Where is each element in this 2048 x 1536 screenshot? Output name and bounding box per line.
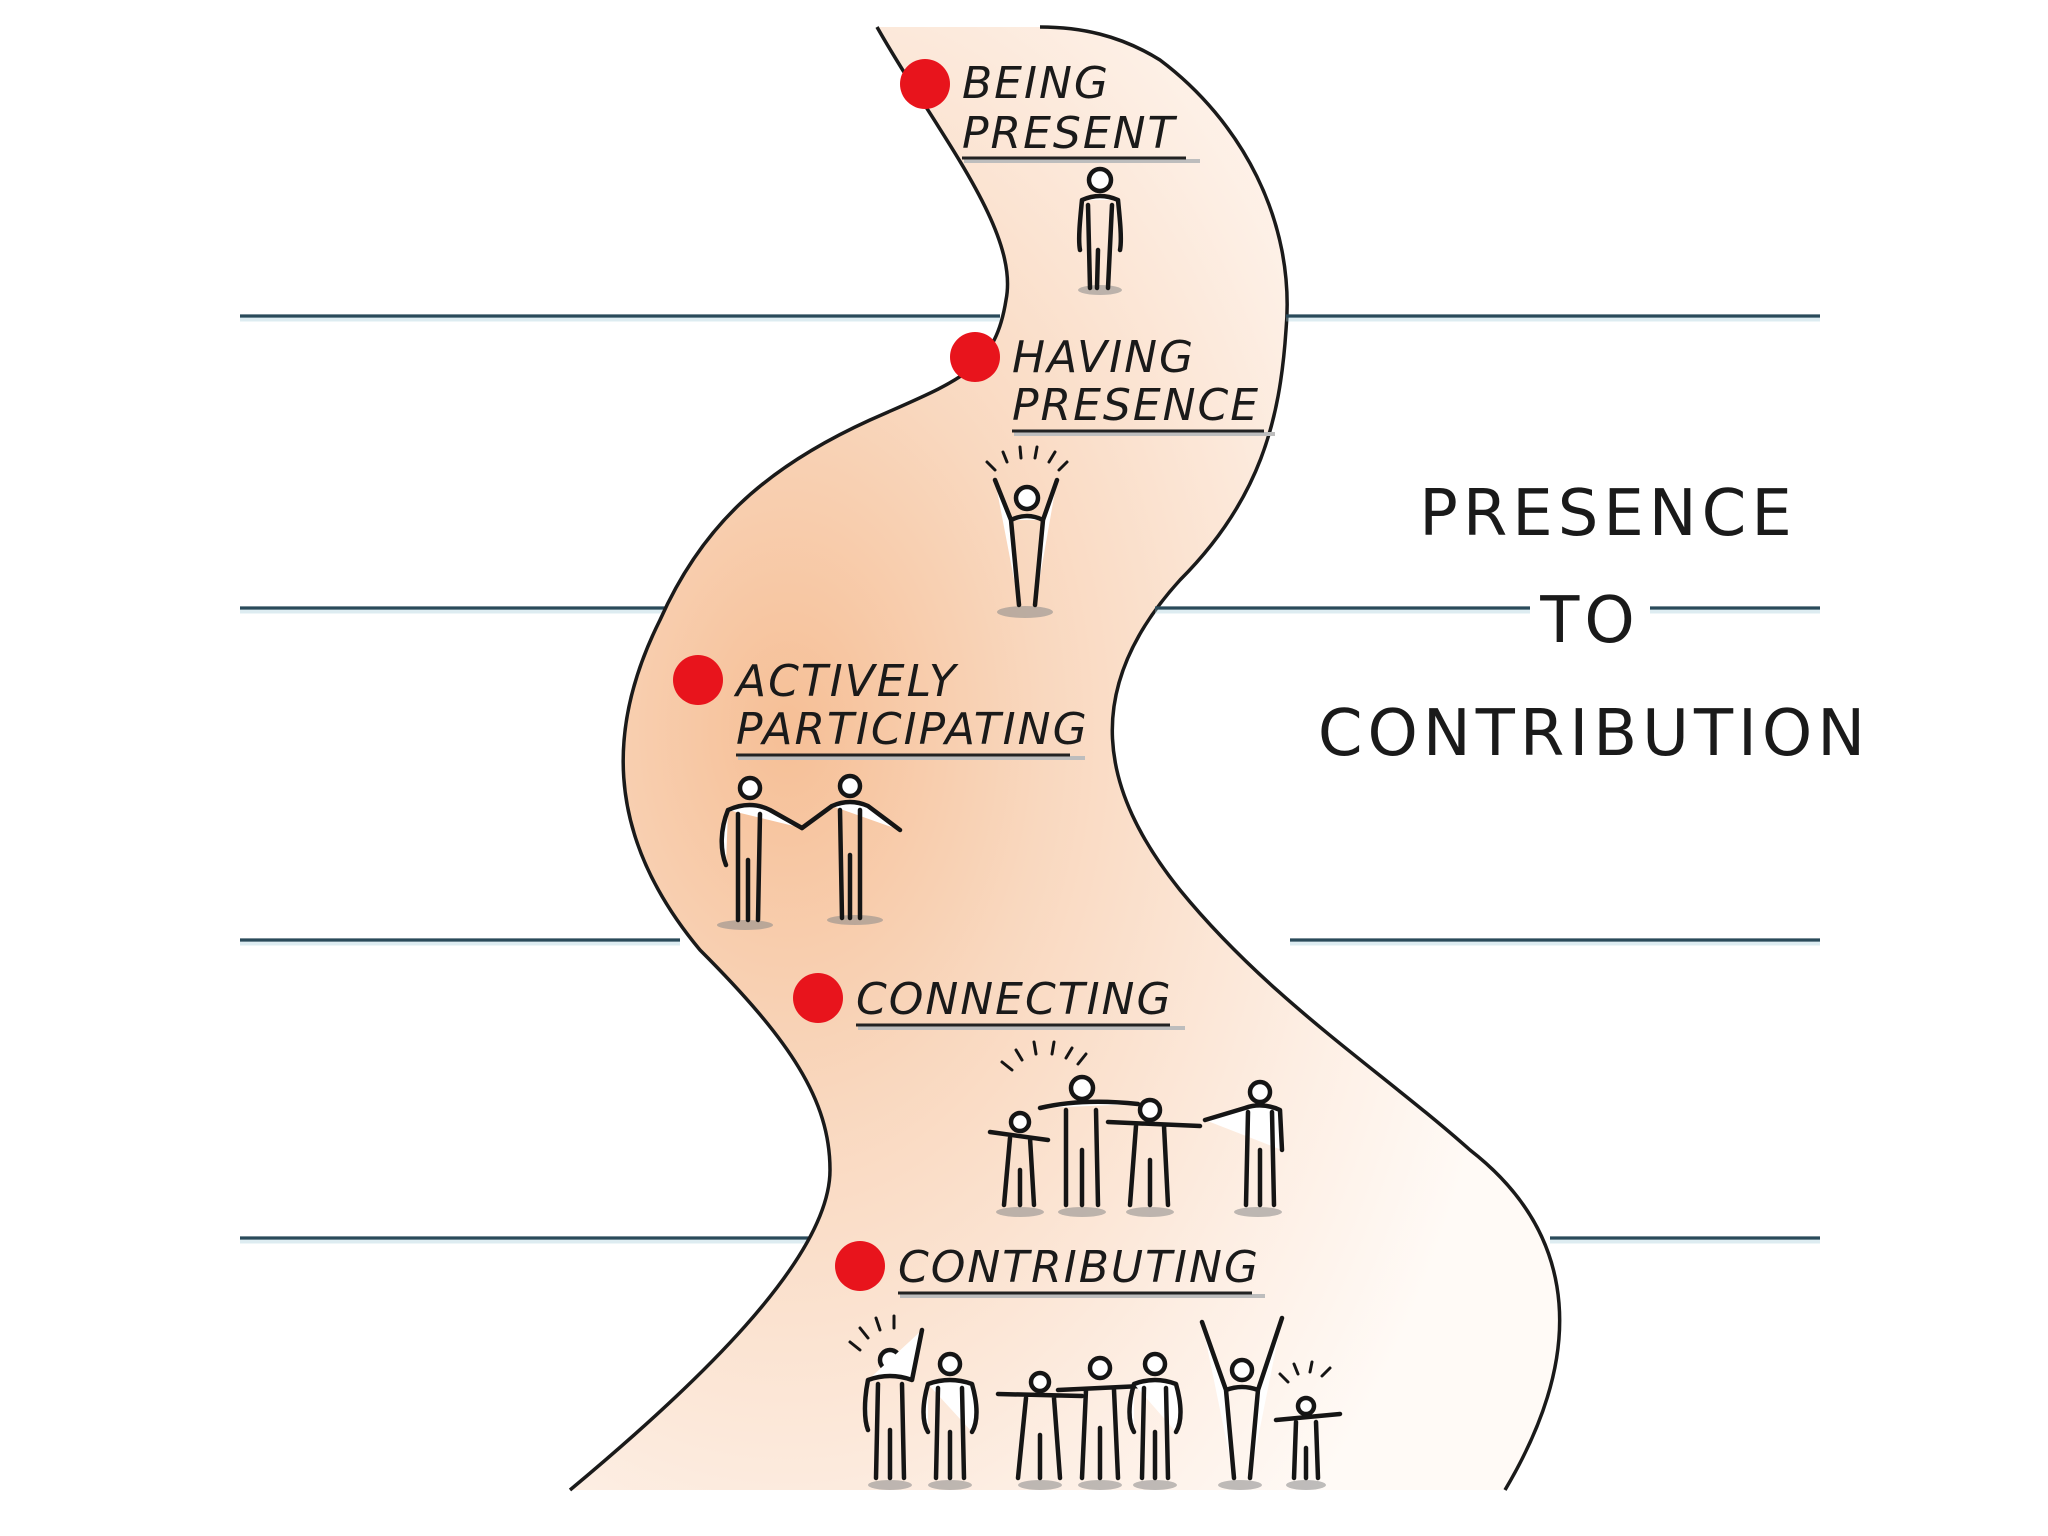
path-edge-right xyxy=(1039,25,1562,1491)
standing-person-icon xyxy=(1076,166,1124,295)
path-edge-left xyxy=(568,26,1010,1492)
stage-1-label-line-2: PRESENT xyxy=(962,108,1178,159)
title-line-1: PRESENCE xyxy=(1419,477,1797,551)
stage-5-label-line-1: CONTRIBUTING xyxy=(898,1242,1260,1293)
title-line-3: CONTRIBUTION xyxy=(1318,697,1870,771)
stage-contributing: CONTRIBUTING xyxy=(835,1241,1343,1490)
stage-marker-4 xyxy=(793,973,843,1023)
stage-2-label-line-2: PRESENCE xyxy=(1012,380,1260,431)
title-line-2: TO xyxy=(1539,584,1639,658)
divider-lines-left xyxy=(240,314,1000,1244)
divider-lines-right xyxy=(1155,314,1820,1244)
stage-connecting: CONNECTING xyxy=(793,973,1285,1217)
stage-marker-1 xyxy=(900,59,950,109)
stage-marker-5 xyxy=(835,1241,885,1291)
stage-3-label-line-1: ACTIVELY xyxy=(733,656,959,707)
cheering-person-icon xyxy=(985,445,1069,618)
diagram-title: PRESENCE TO CONTRIBUTION xyxy=(1318,477,1870,771)
group-contributing-icon xyxy=(848,1314,1343,1490)
group-connecting-icon xyxy=(987,1040,1285,1217)
stage-marker-2 xyxy=(950,332,1000,382)
stage-4-label-line-1: CONNECTING xyxy=(856,974,1173,1025)
stage-being-present: BEING PRESENT xyxy=(900,58,1200,295)
two-people-holding-hands-icon xyxy=(717,773,903,930)
stage-2-label-line-1: HAVING xyxy=(1012,332,1195,383)
stage-marker-3 xyxy=(673,655,723,705)
stage-3-label-line-2: PARTICIPATING xyxy=(736,704,1089,755)
stage-actively-participating: ACTIVELY PARTICIPATING xyxy=(673,655,1089,930)
stage-1-label-line-1: BEING xyxy=(962,58,1110,109)
stage-having-presence: HAVING PRESENCE xyxy=(950,332,1275,618)
